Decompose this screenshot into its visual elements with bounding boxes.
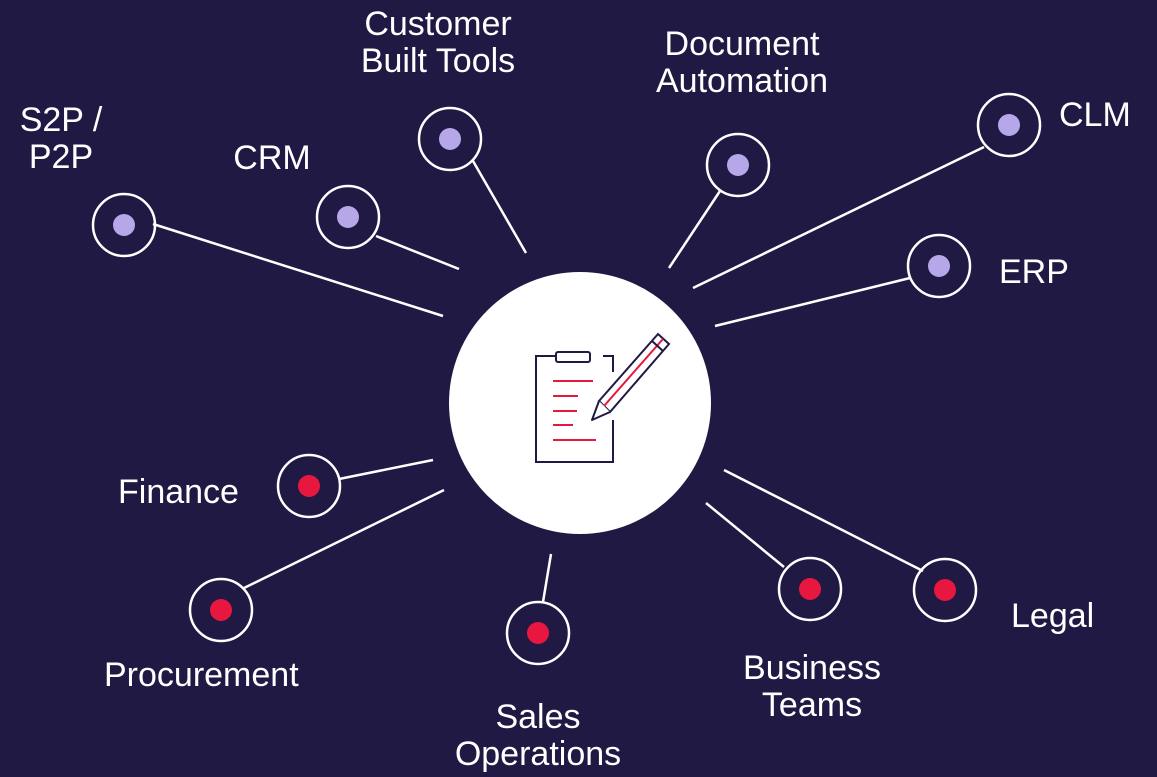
node-dot bbox=[998, 114, 1020, 136]
connector-procurement bbox=[243, 488, 445, 590]
node-ring bbox=[976, 92, 1042, 158]
node-procurement bbox=[188, 577, 254, 643]
connector-legal bbox=[723, 468, 924, 573]
node-ring bbox=[705, 132, 771, 198]
node-dot bbox=[113, 214, 135, 236]
label-s2p: S2P / P2P bbox=[19, 101, 103, 176]
node-ring bbox=[188, 577, 254, 643]
connector-clm bbox=[692, 145, 985, 290]
node-cbt bbox=[417, 106, 483, 172]
label-cbt: Customer Built Tools bbox=[360, 5, 516, 80]
label-crm: CRM bbox=[233, 139, 311, 177]
node-legal bbox=[912, 557, 978, 623]
hub-circle bbox=[449, 272, 711, 534]
clipboard-board-right bbox=[603, 355, 614, 372]
connector-salesops bbox=[541, 553, 553, 603]
node-business bbox=[777, 556, 843, 622]
node-clm bbox=[976, 92, 1042, 158]
node-ring bbox=[505, 600, 571, 666]
node-s2p bbox=[91, 192, 157, 258]
node-ring bbox=[91, 192, 157, 258]
node-docauto bbox=[705, 132, 771, 198]
node-ring bbox=[912, 557, 978, 623]
node-dot bbox=[727, 154, 749, 176]
node-dot bbox=[210, 599, 232, 621]
pencil bbox=[591, 332, 671, 421]
node-dot bbox=[934, 579, 956, 601]
node-dot bbox=[337, 206, 359, 228]
node-erp bbox=[906, 233, 972, 299]
node-ring bbox=[777, 556, 843, 622]
label-finance: Finance bbox=[118, 473, 239, 511]
label-business: Business Teams bbox=[743, 649, 881, 724]
connector-lines bbox=[152, 145, 985, 603]
clipboard-pencil-icon bbox=[535, 332, 671, 463]
node-ring bbox=[276, 453, 342, 519]
connector-cbt bbox=[471, 160, 528, 254]
node-dot bbox=[527, 622, 549, 644]
node-ring bbox=[315, 184, 381, 250]
clipboard-board bbox=[535, 355, 614, 463]
node-salesops bbox=[505, 600, 571, 666]
node-dot bbox=[799, 578, 821, 600]
connector-s2p bbox=[152, 222, 444, 318]
connector-business bbox=[705, 502, 785, 568]
connector-crm bbox=[375, 234, 460, 271]
label-docauto: Document Automation bbox=[656, 25, 828, 100]
node-finance bbox=[276, 453, 342, 519]
connector-erp bbox=[714, 276, 911, 328]
label-clm: CLM bbox=[1059, 96, 1131, 134]
node-crm bbox=[315, 184, 381, 250]
label-legal: Legal bbox=[1011, 597, 1095, 635]
node-dot bbox=[298, 475, 320, 497]
clipboard-lines bbox=[553, 380, 596, 441]
node-dot bbox=[439, 128, 461, 150]
clipboard-clip bbox=[555, 351, 591, 363]
label-erp: ERP bbox=[999, 253, 1069, 291]
connector-docauto bbox=[667, 190, 722, 269]
connector-finance bbox=[338, 458, 434, 481]
node-ring bbox=[417, 106, 483, 172]
label-salesops: Sales Operations bbox=[454, 698, 622, 773]
node-dot bbox=[928, 255, 950, 277]
label-procurement: Procurement bbox=[104, 656, 299, 694]
node-ring bbox=[906, 233, 972, 299]
